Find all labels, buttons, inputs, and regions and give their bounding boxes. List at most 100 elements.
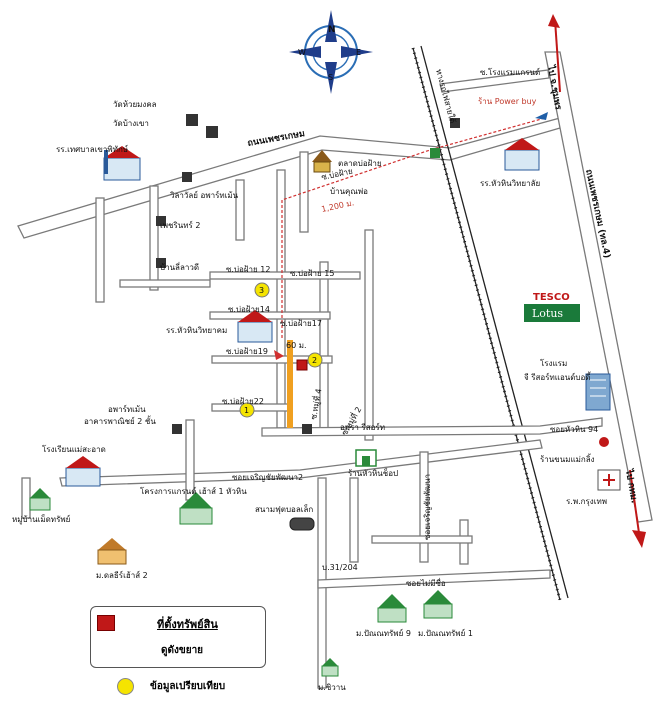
legend: ที่ตั้งทรัพย์สิน ดูดังขยาย bbox=[90, 606, 266, 668]
road-highway-4 bbox=[544, 51, 653, 523]
road-soi-no-name bbox=[317, 569, 551, 589]
school-clean-icon bbox=[65, 456, 101, 487]
arrow-bkk-icon bbox=[629, 469, 646, 548]
label-soi-15: ซ.บ่อฝ้าย 15 bbox=[290, 269, 334, 278]
label-distance-60: 60 ม. bbox=[286, 341, 307, 350]
legend-title: ที่ตั้งทรัพย์สิน bbox=[157, 618, 218, 631]
road-left-edge bbox=[21, 477, 31, 519]
label-soi-12: ซ.บ่อฝ้าย 12 bbox=[226, 265, 270, 274]
label-market: ตลาดบ่อฝ้าย bbox=[338, 159, 382, 168]
label-distance-1200: 1,200 ม. bbox=[321, 198, 355, 214]
school-rat-icon bbox=[237, 310, 273, 343]
label-m-pinpa9: ม.ปัณณทรัพย์ 9 bbox=[356, 628, 411, 638]
label-ban-loa: บ้านลี่ลาวดี bbox=[160, 261, 199, 272]
school-thetsaban-icon bbox=[103, 146, 141, 181]
svg-text:Lotus: Lotus bbox=[532, 307, 563, 320]
road-soi-12 bbox=[209, 271, 361, 280]
compass-e: E bbox=[356, 48, 361, 57]
label-hotel-g2: จี รีสอร์ทแอนด์บอดี้ bbox=[524, 371, 592, 382]
compass-rose: N S W E bbox=[289, 10, 373, 94]
road-lower-2 bbox=[349, 477, 359, 563]
road-lower-3 bbox=[419, 451, 429, 563]
compass-s: S bbox=[328, 73, 333, 82]
label-soi-charoen-2: ซอยเจริญชัยพัฒนา2 bbox=[232, 473, 303, 482]
label-ammara: อมรา รีสอร์ท bbox=[340, 422, 385, 432]
shop-huahin-icon bbox=[355, 449, 377, 467]
label-soi-charoen: ซอยเจริญชัยพัฒนา bbox=[423, 474, 432, 540]
marker-2: 2 bbox=[307, 352, 323, 368]
label-hotel-grand: ซ.โรงแรมแกรนด์ bbox=[480, 67, 540, 77]
legend-reference-dot bbox=[117, 678, 134, 695]
apartment-icons bbox=[156, 118, 460, 434]
label-wat-2: วัดบ้างเขา bbox=[113, 119, 149, 128]
svg-text:3: 3 bbox=[259, 286, 264, 295]
label-apartment: อพาร์ทเม้น bbox=[108, 404, 146, 414]
label-karaoke: ร้านขนมแม่กลิ้ง bbox=[540, 453, 595, 464]
label-m-cherry: ม.ดลธีร์เฮ้าส์ 2 bbox=[96, 570, 148, 580]
road-moo-4 bbox=[319, 261, 329, 431]
marker-1: 1 bbox=[239, 402, 255, 418]
label-football: สนามฟุตบอลเล็ก bbox=[255, 504, 313, 514]
road-huahin-94 bbox=[261, 417, 603, 437]
label-m-chiwan: ม.ชิวาน bbox=[318, 683, 346, 692]
karaoke-icon bbox=[599, 437, 609, 447]
market-icon bbox=[312, 150, 332, 173]
road-soi-west bbox=[119, 279, 211, 288]
road-soi-14 bbox=[209, 311, 331, 320]
label-villa: วิลาวัลย์ อพาร์ทเม้น bbox=[169, 190, 238, 200]
village-icons bbox=[29, 488, 453, 677]
label-hotel-g: โรงแรม bbox=[540, 358, 567, 368]
label-soi-no-name: ซอยไม่มีชื่อ bbox=[406, 577, 446, 588]
label-road-31: บ.31/204 bbox=[322, 563, 358, 572]
label-school-rat: รร.หัวหินวิทยาคม bbox=[166, 326, 227, 335]
svg-text:1: 1 bbox=[244, 406, 249, 415]
label-school-clean: โรงเรียนแม่สะอาด bbox=[42, 444, 106, 454]
road-moo-2 bbox=[364, 229, 374, 441]
label-rail: ทางรถไฟสายใต้ bbox=[434, 68, 457, 124]
road-hotel-grand bbox=[439, 69, 550, 93]
football-icon bbox=[289, 517, 315, 531]
route-1200m bbox=[281, 117, 546, 338]
legend-property-swatch bbox=[97, 615, 115, 631]
property-marker bbox=[296, 359, 308, 371]
legend-subtitle: ดูดังขยาย bbox=[161, 645, 204, 656]
label-wat-1: วัดห้วยมงคล bbox=[113, 100, 157, 109]
label-soi-huahin-94: ซอยหัวหิน 94 bbox=[550, 425, 598, 434]
compass-w: W bbox=[298, 48, 306, 57]
school-huahin-icon bbox=[504, 138, 540, 171]
property-arrow bbox=[274, 350, 284, 360]
svg-text:TESCO: TESCO bbox=[533, 292, 570, 303]
label-soi-22: ซ.บ่อฝ้าย22 bbox=[222, 397, 264, 406]
label-village-town: หมู่บ้านเม็ดทรัพย์ bbox=[12, 514, 70, 525]
label-huahin-school: รร.หัวหินวิทยาลัย bbox=[480, 179, 540, 188]
label-power-buy: ร้าน Power buy bbox=[478, 97, 537, 106]
label-ban-khun-pho: บ้านคุณพ่อ bbox=[330, 187, 368, 196]
road-lower-horizontal bbox=[371, 535, 473, 544]
road-local-3 bbox=[235, 179, 245, 241]
label-soi-14: ซ.บ่อฝ้าย14 bbox=[228, 305, 270, 314]
access-road bbox=[287, 340, 293, 428]
power-buy-icon bbox=[535, 112, 548, 120]
road-bo-fai bbox=[276, 169, 286, 429]
road-local-1 bbox=[149, 185, 159, 291]
legend-reference-label: ข้อมูลเปรียบเทียบ bbox=[150, 681, 226, 692]
compass-n: N bbox=[328, 25, 336, 35]
tesco-lotus-logo: TESCO Lotus bbox=[524, 292, 580, 322]
hotel-g-icon bbox=[585, 373, 611, 411]
label-m-pinpa1: ม.ปัณณทรัพย์ 1 bbox=[418, 628, 473, 638]
road-charoen-pattana bbox=[59, 439, 543, 487]
label-hospital: ร.พ.กรุงเทพ bbox=[566, 497, 607, 506]
label-resident-2: เพชรินทร์ 2 bbox=[160, 220, 200, 230]
marker-3: 3 bbox=[254, 282, 270, 298]
temple-icon bbox=[186, 114, 218, 138]
road-soi-19 bbox=[211, 355, 333, 364]
railway bbox=[411, 45, 569, 601]
road-local-2 bbox=[95, 197, 105, 303]
label-soi-19: ซ.บ่อฝ้าย19 bbox=[226, 347, 268, 356]
label-apartment2: อาคารพาณิชย์ 2 ชั้น bbox=[84, 415, 156, 426]
svg-text:2: 2 bbox=[312, 356, 317, 365]
label-shop-huahin: ร้านหัวหินช็อป bbox=[348, 468, 398, 478]
arrow-chumphon-icon bbox=[548, 14, 561, 93]
label-soi-17: ซ.บ่อฝ้าย17 bbox=[280, 319, 322, 328]
